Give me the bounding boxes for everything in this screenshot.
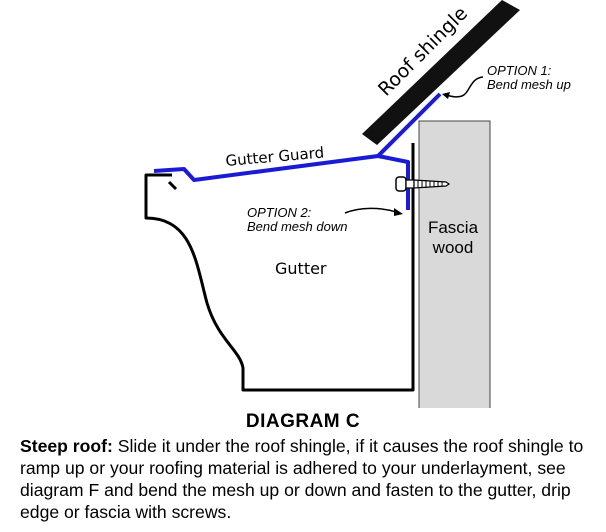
- option1-text: Bend mesh up: [487, 77, 571, 92]
- diagram-c: Roof shingle OPTION 1: Bend mesh up Gutt…: [144, 0, 571, 408]
- screw: [395, 176, 451, 192]
- gutter-outline: [144, 143, 415, 392]
- option2-title: OPTION 2:: [247, 205, 312, 220]
- fascia-label-line1: Fascia: [428, 218, 479, 237]
- mesh-bend-up: [376, 92, 442, 158]
- gutter-guard-mesh: [153, 154, 410, 210]
- option1-title: OPTION 1:: [487, 63, 552, 78]
- diagram-title: DIAGRAM C: [245, 411, 361, 432]
- caption-paragraph: Steep roof: Slide it under the roof shin…: [20, 435, 592, 523]
- option2-arrowhead: [394, 208, 403, 216]
- roof-shingle: [362, 0, 520, 145]
- caption-lead: Steep roof:: [20, 436, 113, 456]
- option1-pointer-arrow: [445, 76, 484, 98]
- fascia-label-line2: wood: [432, 238, 474, 257]
- option1-arrowhead: [442, 92, 450, 99]
- fascia-wood-board: [418, 120, 491, 408]
- option2-text: Bend mesh down: [247, 219, 347, 234]
- caption-text: Slide it under the roof shingle, if it c…: [20, 436, 584, 522]
- gutter-diagram-svg: Roof shingle OPTION 1: Bend mesh up Gutt…: [144, 0, 571, 408]
- option2-pointer-arrow: [344, 207, 397, 214]
- gutter-label: Gutter: [275, 259, 327, 278]
